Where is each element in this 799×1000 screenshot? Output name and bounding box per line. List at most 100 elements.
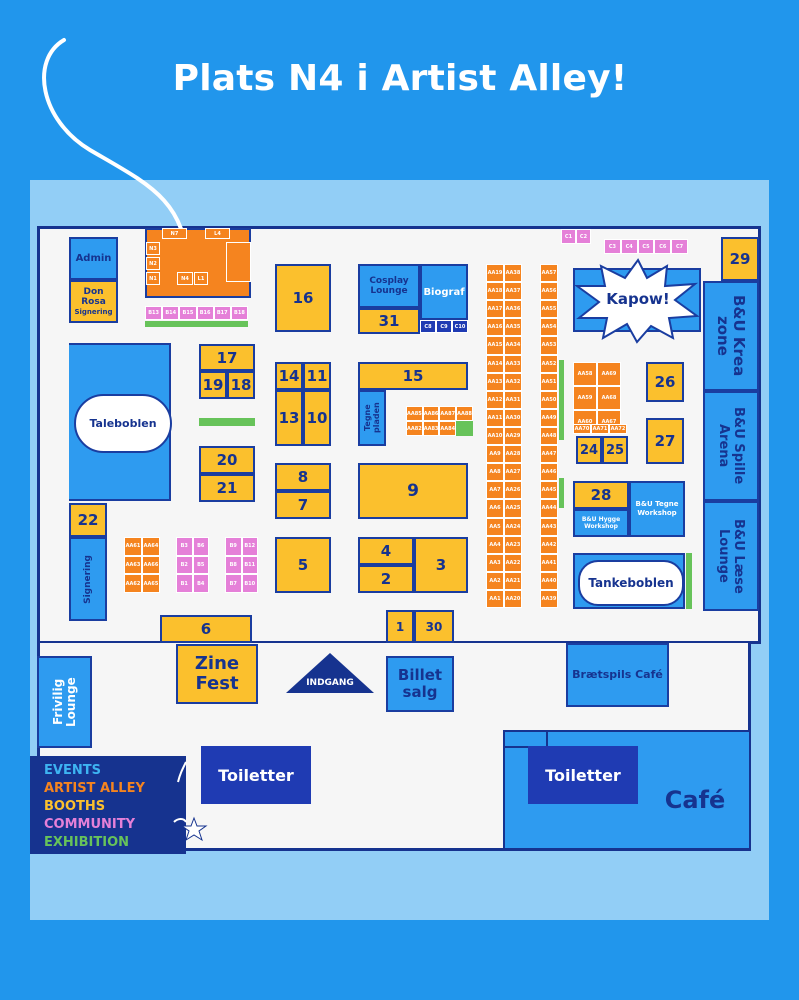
booth-1[interactable]: 1	[386, 610, 414, 643]
stand-b2[interactable]: B2	[176, 555, 193, 575]
stand-b5[interactable]: B5	[192, 555, 209, 575]
stand-aa59[interactable]: AA59	[573, 386, 597, 410]
stand-aa72[interactable]: AA72	[609, 424, 627, 434]
stand-b4[interactable]: B4	[192, 574, 209, 593]
stand-aa51[interactable]: AA51	[540, 372, 558, 391]
stand-aa88[interactable]: AA88	[456, 406, 473, 421]
stand-aa36[interactable]: AA36	[504, 300, 522, 319]
booth-18[interactable]: 18	[227, 371, 255, 399]
stand-aa40[interactable]: AA40	[540, 571, 558, 590]
stand-aa21[interactable]: AA21	[504, 571, 522, 590]
stand-aa14[interactable]: AA14	[486, 354, 504, 373]
stand-aa10[interactable]: AA10	[486, 426, 504, 446]
stand-b12[interactable]: B12	[241, 537, 258, 556]
stand-n4[interactable]: N4	[177, 272, 193, 285]
stand-b14[interactable]: B14	[162, 306, 180, 320]
stand-aa25[interactable]: AA25	[504, 499, 522, 518]
stand-b11[interactable]: B11	[241, 555, 258, 575]
zine-fest[interactable]: Zine Fest	[176, 644, 258, 704]
stand-aa55[interactable]: AA55	[540, 300, 558, 319]
stand-aa61[interactable]: AA61	[124, 537, 142, 556]
stand-aa70[interactable]: AA70	[573, 424, 591, 434]
booth-9[interactable]: 9	[358, 463, 468, 519]
stand-aa49[interactable]: AA49	[540, 408, 558, 427]
stand-n1[interactable]: N1	[146, 272, 160, 285]
stand-c5[interactable]: C5	[637, 239, 655, 254]
stand-c1[interactable]: C1	[561, 229, 576, 244]
booth-11[interactable]: 11	[303, 362, 331, 390]
stand-b13[interactable]: B13	[145, 306, 163, 320]
stand-b15[interactable]: B15	[179, 306, 197, 320]
stand-c2[interactable]: C2	[576, 229, 591, 244]
stand-aa44[interactable]: AA44	[540, 499, 558, 518]
stand-aa5[interactable]: AA5	[486, 517, 504, 536]
stand-aa29[interactable]: AA29	[504, 426, 522, 446]
stand-b6[interactable]: B6	[192, 537, 209, 556]
booth-2[interactable]: 2	[358, 565, 414, 593]
booth-15[interactable]: 15	[358, 362, 468, 390]
booth-22[interactable]: 22	[69, 503, 107, 537]
stand-aa50[interactable]: AA50	[540, 390, 558, 409]
stand-c6[interactable]: C6	[654, 239, 672, 254]
booth-20[interactable]: 20	[199, 446, 255, 474]
booth-25[interactable]: 25	[602, 436, 628, 464]
booth-13[interactable]: 13	[275, 390, 303, 446]
stand-aa43[interactable]: AA43	[540, 517, 558, 536]
stand-b3[interactable]: B3	[176, 537, 193, 556]
stand-aa30[interactable]: AA30	[504, 408, 522, 427]
stand-b7[interactable]: B7	[225, 574, 242, 593]
stand-aa54[interactable]: AA54	[540, 318, 558, 337]
stand-n2[interactable]: N2	[146, 257, 160, 270]
stand-aa71[interactable]: AA71	[591, 424, 609, 434]
stand-aa45[interactable]: AA45	[540, 481, 558, 500]
stand-c4[interactable]: C4	[620, 239, 638, 254]
stand-aa12[interactable]: AA12	[486, 390, 504, 409]
booth-8[interactable]: 8	[275, 463, 331, 491]
stand-aa9[interactable]: AA9	[486, 445, 504, 464]
stand-aa46[interactable]: AA46	[540, 463, 558, 482]
stand-aa4[interactable]: AA4	[486, 535, 504, 554]
stand-aa69[interactable]: AA69	[597, 362, 621, 386]
stand-aa-side[interactable]	[226, 242, 251, 282]
stand-aa16[interactable]: AA16	[486, 318, 504, 337]
booth-3[interactable]: 3	[414, 537, 468, 593]
stand-aa56[interactable]: AA56	[540, 282, 558, 301]
stand-aa20[interactable]: AA20	[504, 589, 522, 609]
stand-aa24[interactable]: AA24	[504, 517, 522, 536]
stand-c9[interactable]: C9	[436, 320, 452, 333]
stand-aa62[interactable]: AA62	[124, 574, 142, 593]
stand-aa37[interactable]: AA37	[504, 282, 522, 301]
stand-aa17[interactable]: AA17	[486, 300, 504, 319]
booth-7[interactable]: 7	[275, 491, 331, 519]
booth-4[interactable]: 4	[358, 537, 414, 565]
stand-b8[interactable]: B8	[225, 555, 242, 575]
stand-aa35[interactable]: AA35	[504, 318, 522, 337]
stand-aa2[interactable]: AA2	[486, 571, 504, 590]
stand-aa7[interactable]: AA7	[486, 481, 504, 500]
stand-aa28[interactable]: AA28	[504, 445, 522, 464]
stand-aa23[interactable]: AA23	[504, 535, 522, 554]
stand-aa48[interactable]: AA48	[540, 426, 558, 446]
stand-aa26[interactable]: AA26	[504, 481, 522, 500]
stand-aa84[interactable]: AA84	[439, 421, 457, 436]
stand-aa18[interactable]: AA18	[486, 282, 504, 301]
stand-aa83[interactable]: AA83	[422, 421, 440, 436]
stand-aa27[interactable]: AA27	[504, 463, 522, 482]
stand-c7[interactable]: C7	[671, 239, 688, 254]
entrance-arrow-icon[interactable]	[284, 651, 376, 695]
stand-aa32[interactable]: AA32	[504, 372, 522, 391]
stand-b17[interactable]: B17	[213, 306, 231, 320]
booth-14[interactable]: 14	[275, 362, 303, 390]
stand-aa33[interactable]: AA33	[504, 354, 522, 373]
stand-b10[interactable]: B10	[241, 574, 258, 593]
booth-24[interactable]: 24	[576, 436, 602, 464]
stand-c8[interactable]: C8	[420, 320, 436, 333]
stand-aa8[interactable]: AA8	[486, 463, 504, 482]
booth-17[interactable]: 17	[199, 344, 255, 371]
stand-aa63[interactable]: AA63	[124, 555, 142, 575]
stand-b16[interactable]: B16	[196, 306, 214, 320]
stand-aa3[interactable]: AA3	[486, 553, 504, 572]
stand-l4[interactable]: L4	[205, 228, 230, 239]
stand-aa52[interactable]: AA52	[540, 354, 558, 373]
booth-21[interactable]: 21	[199, 474, 255, 502]
